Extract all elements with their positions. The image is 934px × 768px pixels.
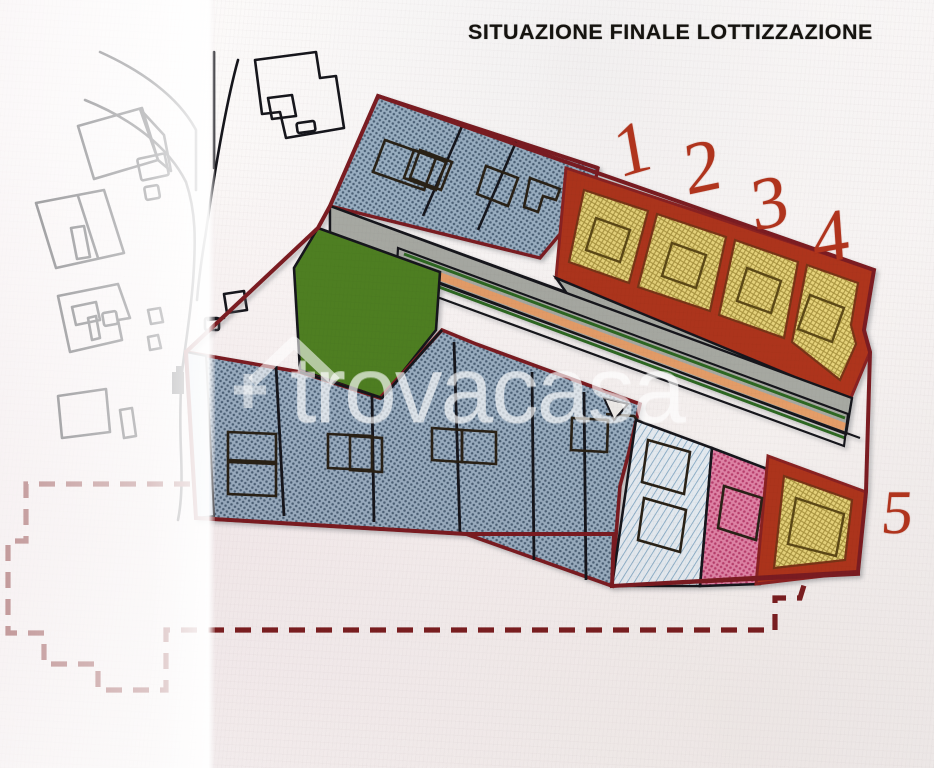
lot-2-number-label: 2 bbox=[680, 122, 725, 212]
page-title: SITUAZIONE FINALE LOTTIZZAZIONE bbox=[468, 20, 873, 44]
lot-4-number-label: 4 bbox=[809, 192, 852, 282]
southeast-blocks bbox=[610, 418, 868, 588]
lot-2-parcel bbox=[636, 212, 728, 313]
residential-block-south bbox=[184, 327, 643, 589]
lots-1-4-strip bbox=[554, 165, 876, 402]
main-road bbox=[328, 204, 861, 448]
lot-5-number-label: 5 bbox=[878, 479, 917, 547]
lot-4-parcel bbox=[790, 263, 860, 382]
lot-3-number-label: 3 bbox=[747, 158, 792, 248]
lot-1-parcel bbox=[567, 188, 650, 285]
plan-outer-boundary bbox=[183, 93, 877, 589]
lot-3-parcel bbox=[717, 238, 800, 340]
